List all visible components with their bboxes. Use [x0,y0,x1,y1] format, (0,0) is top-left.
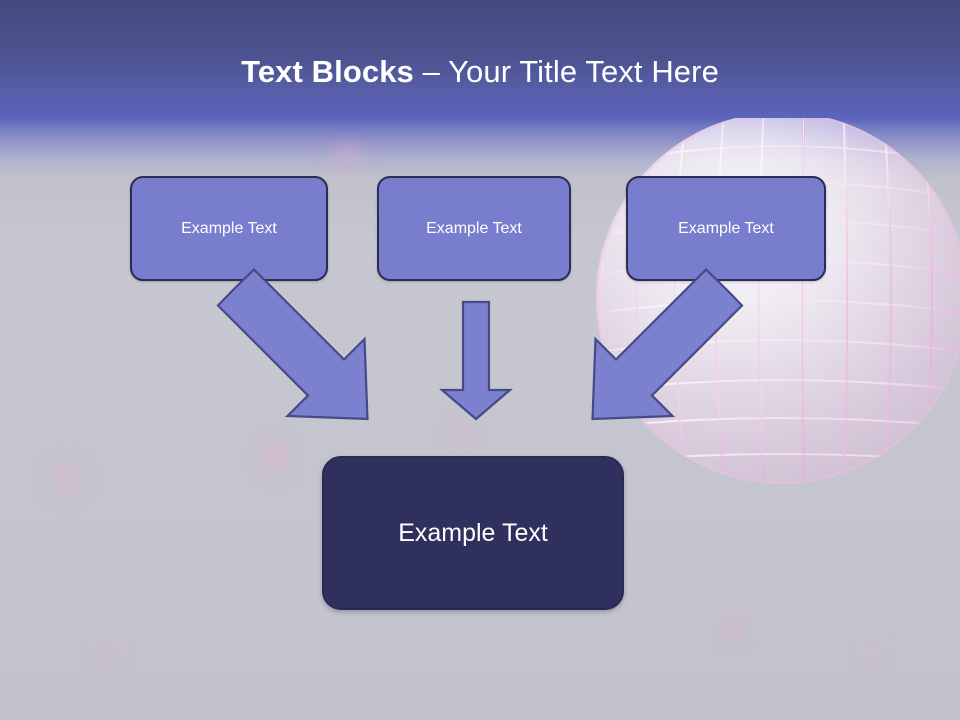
result-text-block[interactable]: Example Text [322,456,624,610]
title-emphasis: Text Blocks [241,54,414,89]
text-block-2-label: Example Text [426,219,522,237]
text-block-1-label: Example Text [181,219,277,237]
text-block-3-label: Example Text [678,219,774,237]
text-block-3[interactable]: Example Text [626,176,826,281]
result-text-block-label: Example Text [398,518,548,547]
text-block-1[interactable]: Example Text [130,176,328,281]
text-block-2[interactable]: Example Text [377,176,571,281]
title-subtext: – Your Title Text Here [413,54,719,89]
page-title: Text Blocks – Your Title Text Here [0,52,960,92]
